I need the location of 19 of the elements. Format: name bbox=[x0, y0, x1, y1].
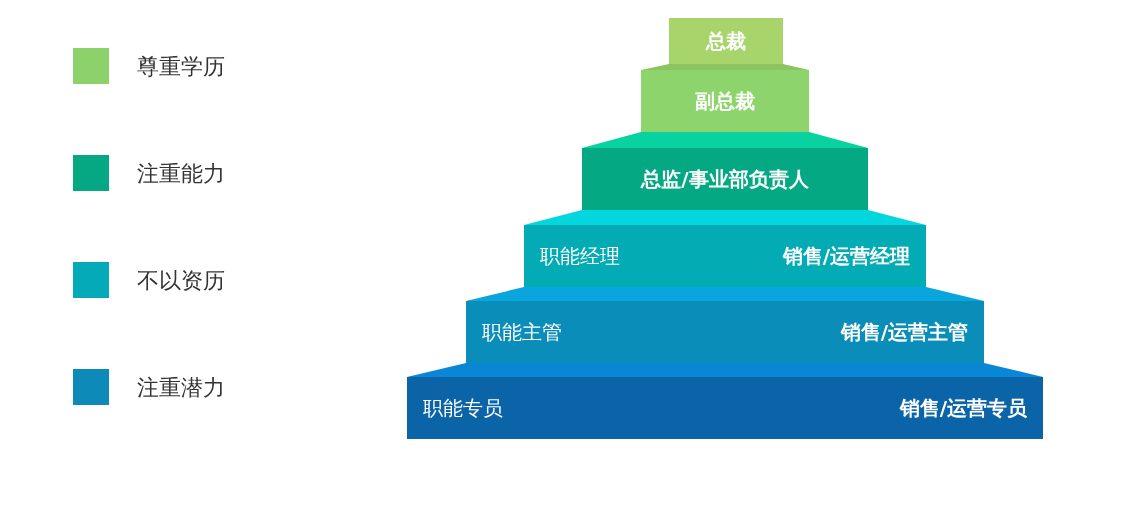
step-label: 职能专员 bbox=[423, 394, 503, 422]
step-label: 总监/事业部负责人 bbox=[641, 165, 809, 193]
legend-label: 注重能力 bbox=[137, 160, 225, 188]
step-label: 总裁 bbox=[706, 27, 746, 55]
pyramid-step bbox=[582, 148, 868, 210]
legend-label: 注重潜力 bbox=[137, 374, 225, 402]
legend-label: 不以资历 bbox=[137, 267, 225, 295]
pyramid-step bbox=[524, 225, 926, 287]
pyramid-step bbox=[466, 301, 984, 363]
pyramid-step bbox=[669, 18, 783, 64]
step-label: 副总裁 bbox=[695, 87, 755, 115]
pyramid-step bbox=[407, 377, 1043, 439]
step-label: 销售/运营专员 bbox=[899, 394, 1027, 422]
step-label: 职能经理 bbox=[540, 242, 620, 270]
step-label: 销售/运营经理 bbox=[782, 242, 910, 270]
pyramid-step bbox=[641, 70, 809, 132]
step-label: 销售/运营主管 bbox=[840, 318, 968, 346]
legend-label: 尊重学历 bbox=[137, 53, 225, 81]
step-label: 职能主管 bbox=[482, 318, 562, 346]
